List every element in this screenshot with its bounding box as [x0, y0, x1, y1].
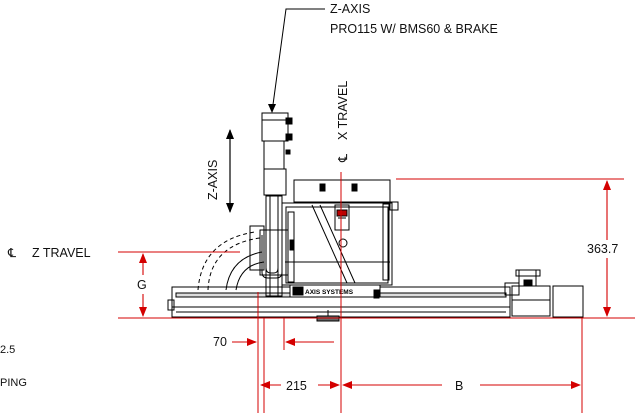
logo-plate: [289, 284, 381, 298]
z-centerline-symbol: ℄: [7, 246, 17, 260]
tool-sweep: [197, 231, 265, 291]
z-travel-label: Z TRAVEL: [32, 246, 91, 260]
x-travel-label: X TRAVEL: [336, 81, 350, 140]
g-dimension-label: G: [137, 278, 147, 292]
logo-text: AXIS SYSTEMS: [305, 289, 354, 296]
z-column: [249, 112, 295, 297]
dim-215-label: 215: [286, 379, 307, 393]
centerlines: [118, 172, 635, 413]
callout-leader: [268, 8, 325, 113]
callout-title: Z-AXIS: [330, 2, 370, 16]
z-axis-label: Z-AXIS: [206, 160, 220, 200]
left-edge-text-2: PING: [0, 377, 27, 389]
dimension-arrows: [139, 180, 611, 389]
x-centerline-symbol: ℄: [336, 153, 350, 163]
right-motor-block: [511, 269, 584, 318]
left-edge-text-1: 2.5: [0, 344, 15, 356]
callout-subtitle: PRO115 W/ BMS60 & BRAKE: [330, 22, 498, 36]
height-dimension-label: 363.7: [587, 242, 618, 256]
dim-b-label: B: [455, 379, 463, 393]
top-housing: [293, 179, 399, 281]
dim-70-label: 70: [213, 335, 227, 349]
